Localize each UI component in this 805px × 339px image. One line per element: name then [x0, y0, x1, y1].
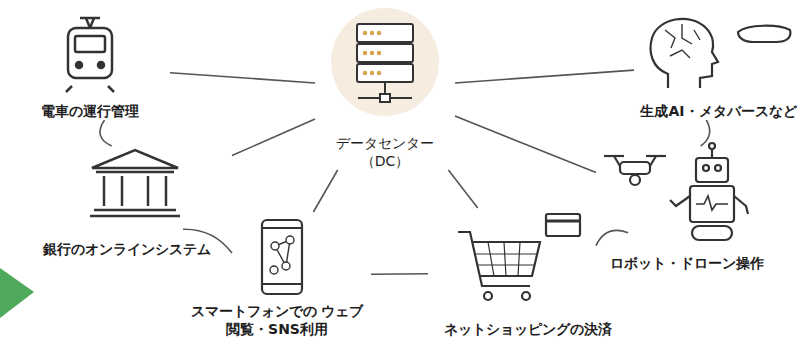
smartphone-icon — [262, 220, 302, 294]
server-icon — [331, 8, 439, 116]
use-case-node: スマートフォンでの ウェブ閲覧・SNS利用 — [183, 212, 371, 338]
connector-line — [100, 120, 112, 146]
node-label: 生成AI・メタバースなど — [637, 102, 799, 120]
datacenter-node: データセンター （DC） — [315, 6, 455, 170]
use-case-node: 生成AI・メタバースなど — [634, 8, 803, 120]
robot-drone-icon — [604, 143, 748, 240]
train-icon — [66, 18, 114, 92]
connector-line — [455, 70, 634, 83]
node-label: スマートフォンでの ウェブ閲覧・SNS利用 — [185, 302, 369, 338]
use-case-node: ロボット・ドローン操作 — [596, 146, 778, 272]
node-label: 銀行のオンラインシステム — [40, 240, 214, 258]
node-label: データセンター （DC） — [330, 134, 441, 170]
connector-line — [371, 273, 428, 275]
node-label: ロボット・ドローン操作 — [607, 254, 767, 272]
use-case-node: 電車の運行管理 — [10, 14, 170, 120]
connector-line — [701, 120, 710, 146]
connector-line — [170, 73, 315, 83]
connector-line — [455, 116, 596, 172]
node-label: 電車の運行管理 — [38, 102, 142, 120]
connector-line — [313, 170, 337, 212]
connector-line — [232, 119, 315, 156]
use-case-node: 銀行のオンラインシステム — [22, 146, 232, 258]
node-label: ネットショッピングの決済 — [441, 320, 615, 338]
green-arrow — [0, 268, 34, 318]
use-case-node: ネットショッピングの決済 — [428, 208, 628, 338]
bank-icon — [90, 150, 180, 216]
connector-line — [448, 170, 477, 208]
connector-line — [596, 230, 628, 245]
cart-icon — [458, 214, 580, 300]
ai-metaverse-icon — [651, 19, 791, 88]
